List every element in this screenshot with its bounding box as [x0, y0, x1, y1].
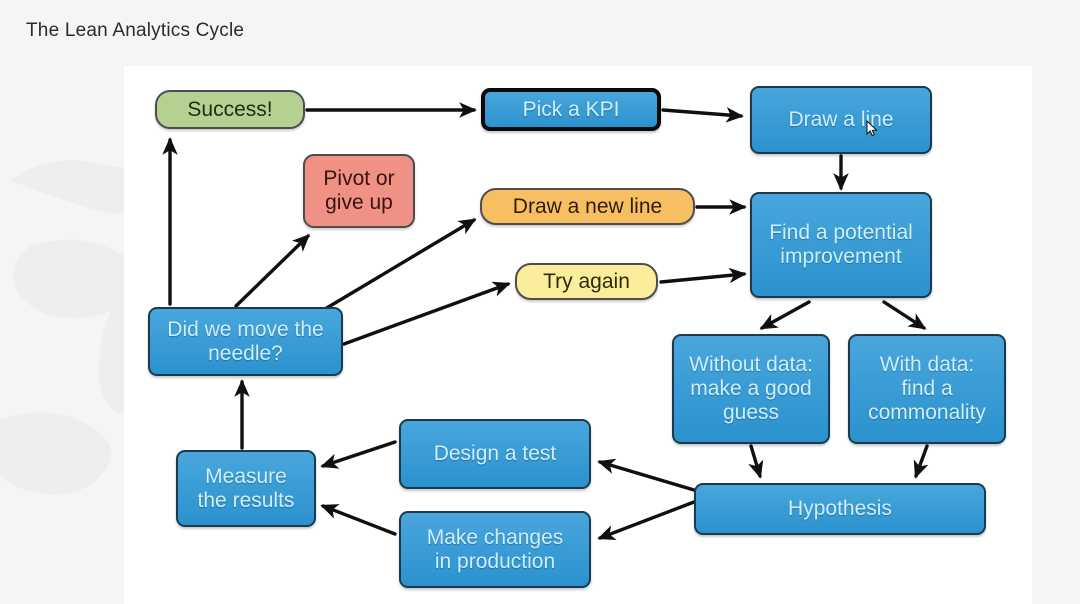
node-did-we-move-the-needle[interactable]: Did we move the needle? [148, 307, 343, 376]
edge-design-test-to-measure [320, 440, 397, 469]
page-title: The Lean Analytics Cycle [26, 20, 245, 41]
node-draw-a-line[interactable]: Draw a line [750, 86, 932, 154]
edge-needle-to-draw-new-line [318, 218, 477, 314]
edge-try-again-to-find-improvement [659, 267, 747, 284]
node-hypothesis[interactable]: Hypothesis [694, 483, 986, 535]
edge-with-data-to-hypothesis [913, 444, 929, 479]
edge-hypothesis-to-make-changes [597, 500, 696, 540]
node-with-data-find-a-commonality[interactable]: With data: find a commonality [848, 334, 1006, 444]
node-make-changes-in-production[interactable]: Make changes in production [399, 511, 591, 588]
edge-needle-to-pivot [234, 234, 311, 308]
node-without-data-make-a-good-guess[interactable]: Without data: make a good guess [672, 334, 830, 444]
edge-hypothesis-to-design-test [597, 458, 696, 492]
node-pick-a-kpi[interactable]: Pick a KPI [481, 88, 661, 131]
node-pivot-or-give-up[interactable]: Pivot or give up [303, 154, 415, 228]
node-success[interactable]: Success! [155, 90, 305, 129]
diagram-edges [162, 102, 929, 540]
edge-pick-kpi-to-draw-line [661, 107, 744, 123]
node-try-again[interactable]: Try again [515, 263, 658, 300]
edge-without-data-to-hypothesis [748, 444, 764, 479]
edge-needle-to-try-again [342, 281, 511, 346]
edge-make-changes-to-measure [320, 504, 397, 536]
node-find-a-potential-improvement[interactable]: Find a potential improvement [750, 192, 932, 298]
node-draw-a-new-line[interactable]: Draw a new line [480, 188, 695, 225]
node-measure-the-results[interactable]: Measure the results [176, 450, 316, 527]
edge-find-improvement-to-without-data [759, 300, 811, 330]
diagram-canvas: Success! Pick a KPI Draw a line Pivot or… [124, 66, 1032, 604]
edge-find-improvement-to-with-data [882, 300, 927, 330]
node-design-a-test[interactable]: Design a test [399, 419, 591, 489]
